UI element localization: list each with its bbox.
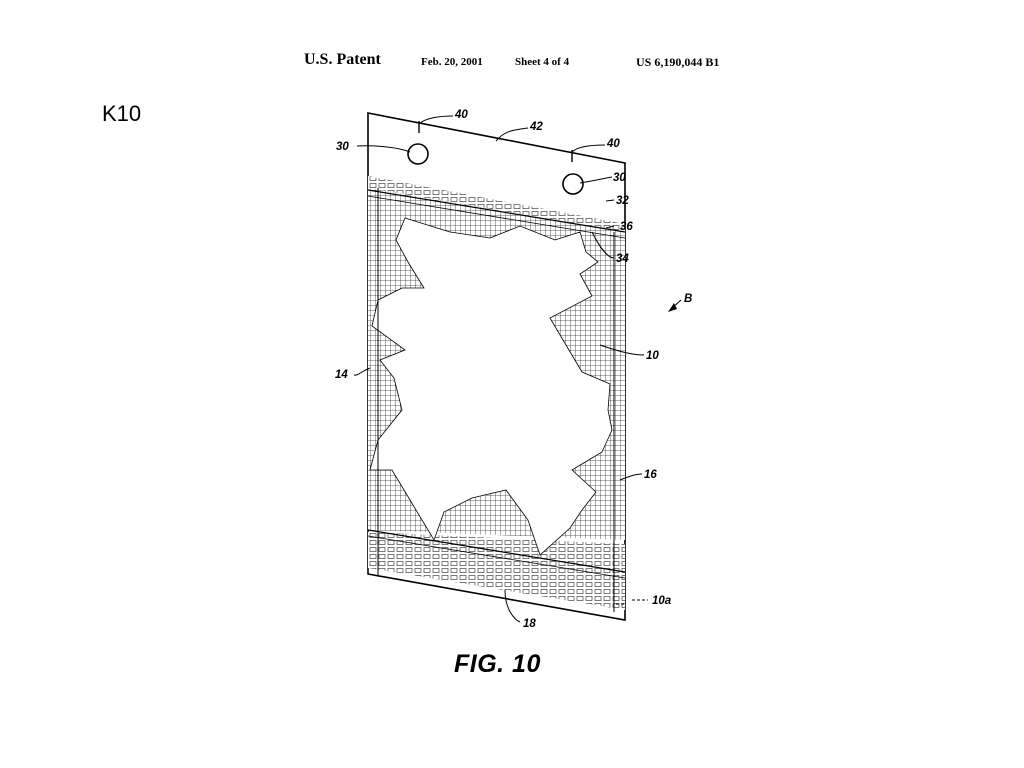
ref-30-left: 30 (336, 141, 349, 153)
ref-40-top: 40 (454, 109, 468, 121)
ref-42: 42 (529, 121, 543, 133)
patent-title: U.S. Patent (304, 51, 381, 68)
ref-16: 16 (644, 469, 657, 481)
ref-34: 34 (616, 253, 629, 265)
ref-36: 36 (620, 221, 633, 233)
top-seal-band (368, 176, 625, 232)
ref-30-right: 30 (613, 172, 626, 184)
lower-seal-line (367, 529, 626, 573)
arrow-b (668, 303, 677, 312)
ref-32: 32 (616, 195, 629, 207)
figure-caption: FIG. 10 (454, 650, 541, 678)
ref-10: 10 (646, 350, 659, 362)
patent-date: Feb. 20, 2001 (421, 56, 483, 68)
content-window (369, 217, 613, 556)
ref-14: 14 (335, 369, 348, 381)
patent-header: U.S. Patent Feb. 20, 2001 Sheet 4 of 4 U… (0, 50, 1024, 74)
upper-seal-line (367, 189, 626, 233)
slide-label: K10 (102, 101, 142, 126)
bottom-seal-band (368, 532, 625, 610)
lower-seal-line-2 (367, 535, 626, 579)
ref-10a: 10a (652, 595, 672, 607)
leader-lines (353, 115, 682, 623)
hang-hole-right (562, 173, 584, 195)
patent-number: US 6,190,044 B1 (636, 55, 720, 69)
ref-18: 18 (523, 618, 536, 630)
hang-hole-left (407, 143, 429, 165)
upper-seal-line-2 (367, 195, 626, 239)
ref-40-right: 40 (606, 138, 620, 150)
ref-b: B (684, 293, 692, 305)
patent-sheet: Sheet 4 of 4 (515, 56, 570, 68)
